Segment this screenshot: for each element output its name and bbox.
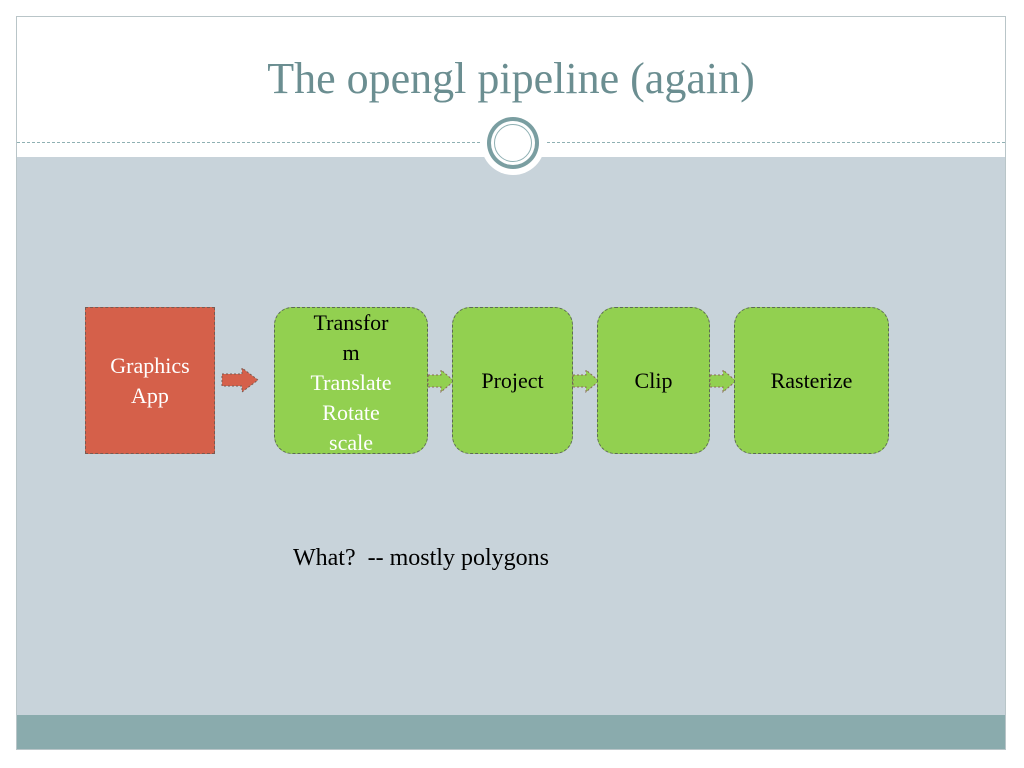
arrow-right-icon bbox=[709, 369, 737, 393]
graphics-app-label-line1: Graphics bbox=[110, 352, 190, 378]
graphics-app-label-line2: App bbox=[131, 382, 169, 408]
caption-text: What? -- mostly polygons bbox=[293, 545, 549, 571]
transform-heading-line1: Transfor bbox=[313, 310, 389, 335]
project-box: Project bbox=[452, 307, 573, 454]
rasterize-label: Rasterize bbox=[770, 367, 853, 393]
transform-heading-line2: m bbox=[342, 340, 360, 365]
clip-label: Clip bbox=[634, 367, 673, 393]
footer-bar bbox=[17, 715, 1005, 749]
slide: The opengl pipeline (again) Graphics App… bbox=[16, 16, 1006, 750]
rasterize-box: Rasterize bbox=[734, 307, 889, 454]
clip-box: Clip bbox=[597, 307, 710, 454]
arrow-right-icon bbox=[221, 367, 259, 393]
transform-item-rotate: Rotate bbox=[322, 400, 380, 425]
arrow-right-icon bbox=[427, 369, 455, 393]
graphics-app-box: Graphics App bbox=[85, 307, 215, 454]
transform-item-scale: scale bbox=[329, 430, 373, 454]
arrow-right-icon bbox=[572, 369, 600, 393]
transform-item-translate: Translate bbox=[310, 370, 392, 395]
slide-title: The opengl pipeline (again) bbox=[267, 54, 755, 103]
project-label: Project bbox=[481, 367, 544, 393]
transform-box: Transfor m Translate Rotate scale bbox=[274, 307, 428, 454]
circle-ornament-core bbox=[494, 124, 532, 162]
